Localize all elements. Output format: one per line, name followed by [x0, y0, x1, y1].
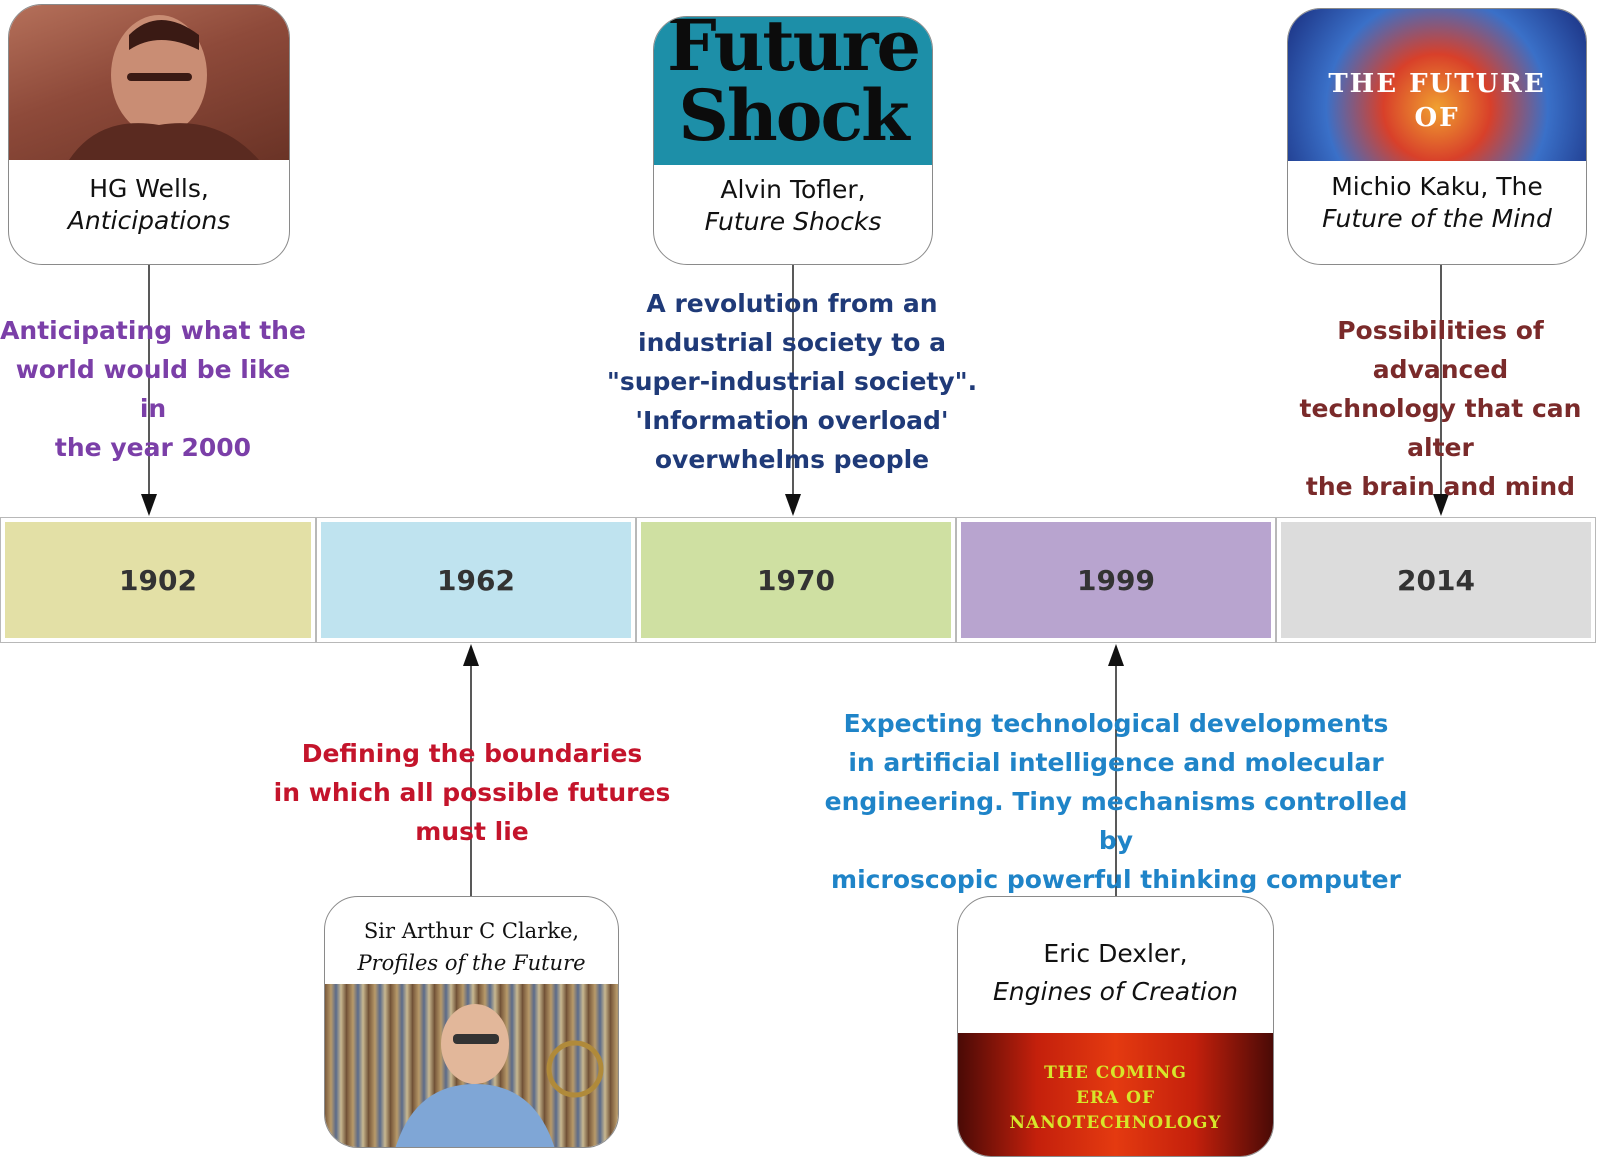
- wells-arrowhead: [141, 494, 157, 516]
- dexler-description: Expecting technological developments in …: [806, 704, 1426, 899]
- wells-caption: HG Wells, Anticipations: [9, 173, 289, 237]
- kaku-description-line: technology that can alter: [1299, 394, 1582, 462]
- dexler-cover-word: NANOTECHNOLOGY: [1009, 1113, 1222, 1133]
- kaku-cover-title: THE FUTURE OF: [1288, 67, 1586, 135]
- dexler-cover-image: THE COMING ERA OF NANOTECHNOLOGY: [958, 1033, 1273, 1156]
- clarke-portrait-image: [325, 984, 618, 1147]
- clarke-author-name: Sir Arthur C Clarke,: [363, 919, 580, 943]
- tofler-description: A revolution from an industrial society …: [592, 284, 992, 479]
- kaku-cover-image: THE FUTURE OF: [1288, 9, 1586, 161]
- tofler-description-line: industrial society to a: [638, 328, 946, 357]
- timeline-segment-1970: 1970: [636, 517, 956, 643]
- kaku-cover-word: THE FUTURE: [1328, 69, 1546, 99]
- wells-portrait-image: [9, 5, 289, 160]
- year-label-2014: 2014: [1281, 522, 1591, 638]
- tofler-description-line: "super-industrial society".: [606, 367, 978, 396]
- tofler-author-name: Alvin Tofler,: [720, 175, 866, 204]
- clarke-portrait-icon: [395, 1004, 604, 1147]
- wells-portrait-icon: [69, 15, 259, 160]
- clarke-caption: Sir Arthur C Clarke, Profiles of the Fut…: [325, 915, 618, 979]
- clarke-book-title: Profiles of the Future: [357, 951, 586, 975]
- wells-description-line: the year 2000: [54, 433, 252, 462]
- tofler-description-line: 'Information overload': [635, 406, 949, 435]
- kaku-description-line: the brain and mind: [1305, 472, 1576, 501]
- clarke-description-line: must lie: [415, 817, 529, 846]
- tofler-cover-title: Future Shock: [654, 17, 932, 151]
- dexler-description-line: Expecting technological developments: [843, 709, 1389, 738]
- kaku-book-title: Future of the Mind: [1322, 204, 1552, 233]
- dexler-description-line: in artificial intelligence and molecular: [848, 748, 1384, 777]
- timeline-segment-2014: 2014: [1276, 517, 1596, 643]
- dexler-cover-word: THE COMING: [1044, 1063, 1187, 1083]
- clarke-card: Sir Arthur C Clarke, Profiles of the Fut…: [324, 896, 619, 1148]
- year-label-1962: 1962: [321, 522, 631, 638]
- clarke-description-line: Defining the boundaries: [301, 739, 643, 768]
- dexler-card: Eric Dexler, Engines of Creation THE COM…: [957, 896, 1274, 1157]
- kaku-author-name: Michio Kaku, The: [1331, 172, 1543, 201]
- wells-description-line: world would be like in: [15, 355, 291, 423]
- wells-description: Anticipating what the world would be lik…: [0, 311, 306, 467]
- timeline-segment-1902: 1902: [0, 517, 316, 643]
- tofler-arrowhead: [785, 494, 801, 516]
- tofler-description-line: overwhelms people: [654, 445, 930, 474]
- clarke-description: Defining the boundaries in which all pos…: [262, 734, 682, 851]
- dexler-cover-word: ERA OF: [1075, 1088, 1156, 1108]
- timeline-segment-1999: 1999: [956, 517, 1276, 643]
- year-label-1970: 1970: [641, 522, 951, 638]
- year-label-1999: 1999: [961, 522, 1271, 638]
- wells-card: HG Wells, Anticipations: [8, 4, 290, 265]
- kaku-cover-word: OF: [1414, 103, 1460, 133]
- tofler-cover-word: Shock: [678, 74, 909, 157]
- wells-description-line: Anticipating what the: [0, 316, 306, 345]
- dexler-author-name: Eric Dexler,: [1043, 939, 1188, 968]
- tofler-cover-image: Future Shock: [654, 17, 932, 165]
- kaku-description: Possibilities of advanced technology tha…: [1268, 311, 1613, 506]
- year-label-1902: 1902: [5, 522, 311, 638]
- dexler-description-line: microscopic powerful thinking computer: [831, 865, 1401, 894]
- tofler-caption: Alvin Tofler, Future Shocks: [654, 174, 932, 238]
- dexler-description-line: engineering. Tiny mechanisms controlled …: [824, 787, 1408, 855]
- tofler-card: Future Shock Alvin Tofler, Future Shocks: [653, 16, 933, 265]
- wells-book-title: Anticipations: [67, 206, 231, 235]
- clarke-arrowhead: [463, 644, 479, 666]
- dexler-arrowhead: [1108, 644, 1124, 666]
- tofler-cover-word: Future: [666, 17, 921, 87]
- dexler-book-title: Engines of Creation: [992, 977, 1239, 1006]
- tofler-book-title: Future Shocks: [704, 207, 882, 236]
- timeline-segment-1962: 1962: [316, 517, 636, 643]
- dexler-caption: Eric Dexler, Engines of Creation: [958, 935, 1273, 1011]
- kaku-card: THE FUTURE OF Michio Kaku, The Future of…: [1287, 8, 1587, 265]
- wells-author-name: HG Wells,: [89, 174, 209, 203]
- kaku-description-line: Possibilities of advanced: [1337, 316, 1544, 384]
- kaku-arrowhead: [1433, 494, 1449, 516]
- dexler-cover-title: THE COMING ERA OF NANOTECHNOLOGY: [958, 1061, 1273, 1136]
- clarke-description-line: in which all possible futures: [273, 778, 671, 807]
- tofler-description-line: A revolution from an: [646, 289, 938, 318]
- kaku-caption: Michio Kaku, The Future of the Mind: [1288, 171, 1586, 235]
